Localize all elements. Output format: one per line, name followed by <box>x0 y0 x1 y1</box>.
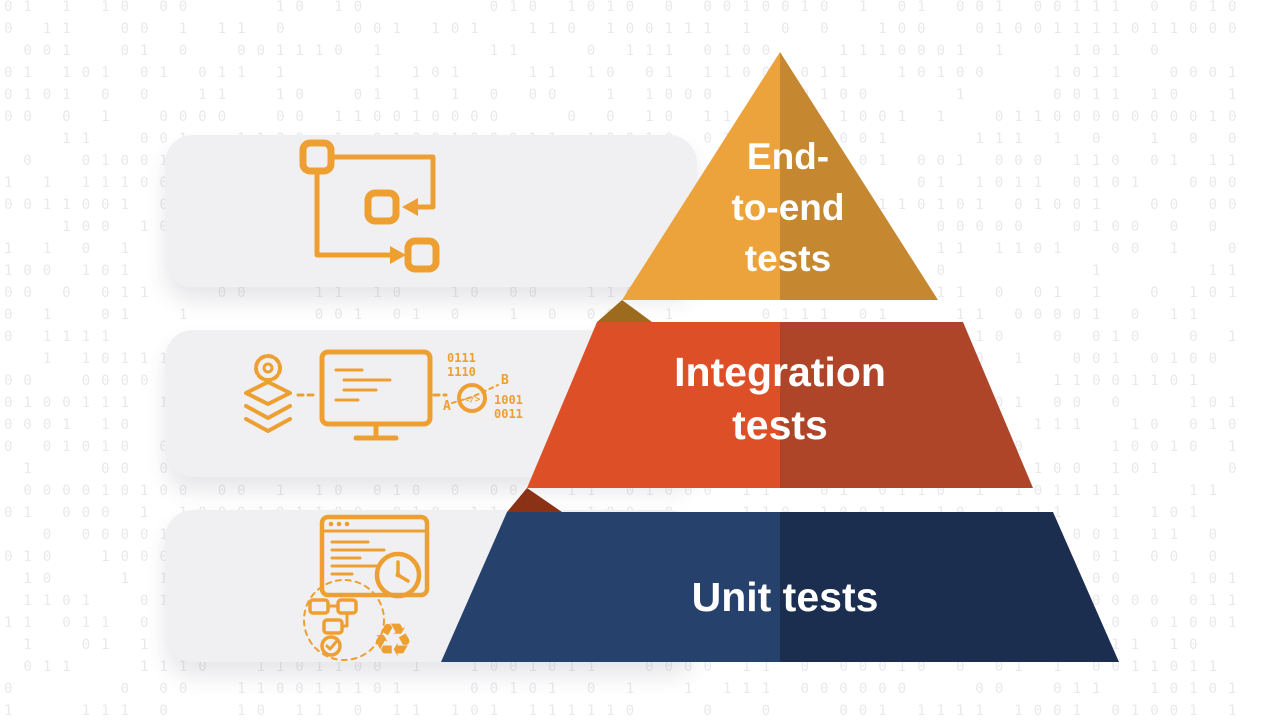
pyramid <box>441 52 1119 662</box>
pyramid-tier-e2e-left <box>622 52 780 300</box>
tier-label-line: End- <box>746 136 830 177</box>
svg-text:A: A <box>443 399 451 414</box>
pyramid-tier-e2e-right <box>780 52 938 300</box>
browser-code-icon <box>319 514 430 598</box>
svg-text:1110: 1110 <box>447 365 476 379</box>
mini-flowchart-icon <box>308 598 358 657</box>
tier-label-end-to-end: End- to-end tests <box>693 131 883 284</box>
workflow-icon <box>299 139 440 273</box>
monitor-code-icon <box>319 349 433 441</box>
svg-text:1001: 1001 <box>494 393 523 407</box>
scheduled-tests-icon: ♻ <box>303 514 430 666</box>
pyramid-tier-unit-left <box>441 512 780 662</box>
svg-text:B: B <box>501 373 509 388</box>
pyramid-tier-integration-left <box>527 322 780 488</box>
svg-text:0111: 0111 <box>447 351 476 365</box>
tier-label-line: tests <box>732 402 828 448</box>
pyramid-fold-integration <box>507 488 562 512</box>
code-pipeline-icon: 0111 1110 A B </> 1001 0011 <box>244 349 523 441</box>
tier-label-line: Integration <box>674 349 886 395</box>
tier-label-unit: Unit tests <box>660 571 910 624</box>
tier-label-integration: Integration tests <box>640 346 920 452</box>
pyramid-fold-e2e <box>597 300 652 322</box>
svg-text:</>: </> <box>464 395 481 405</box>
layers-gear-icon <box>244 354 292 433</box>
pyramid-tier-integration-right <box>780 322 1033 488</box>
recycle-icon: ♻ <box>372 614 413 666</box>
tier-label-line: Unit tests <box>691 574 879 620</box>
tier-label-line: to-end <box>731 187 845 228</box>
pyramid-tier-unit-right <box>780 512 1119 662</box>
svg-text:0011: 0011 <box>494 407 523 421</box>
clock-icon <box>374 551 422 599</box>
binary-code-icon: 0111 1110 A B </> 1001 0011 <box>443 351 523 421</box>
tier-label-line: tests <box>744 238 832 279</box>
